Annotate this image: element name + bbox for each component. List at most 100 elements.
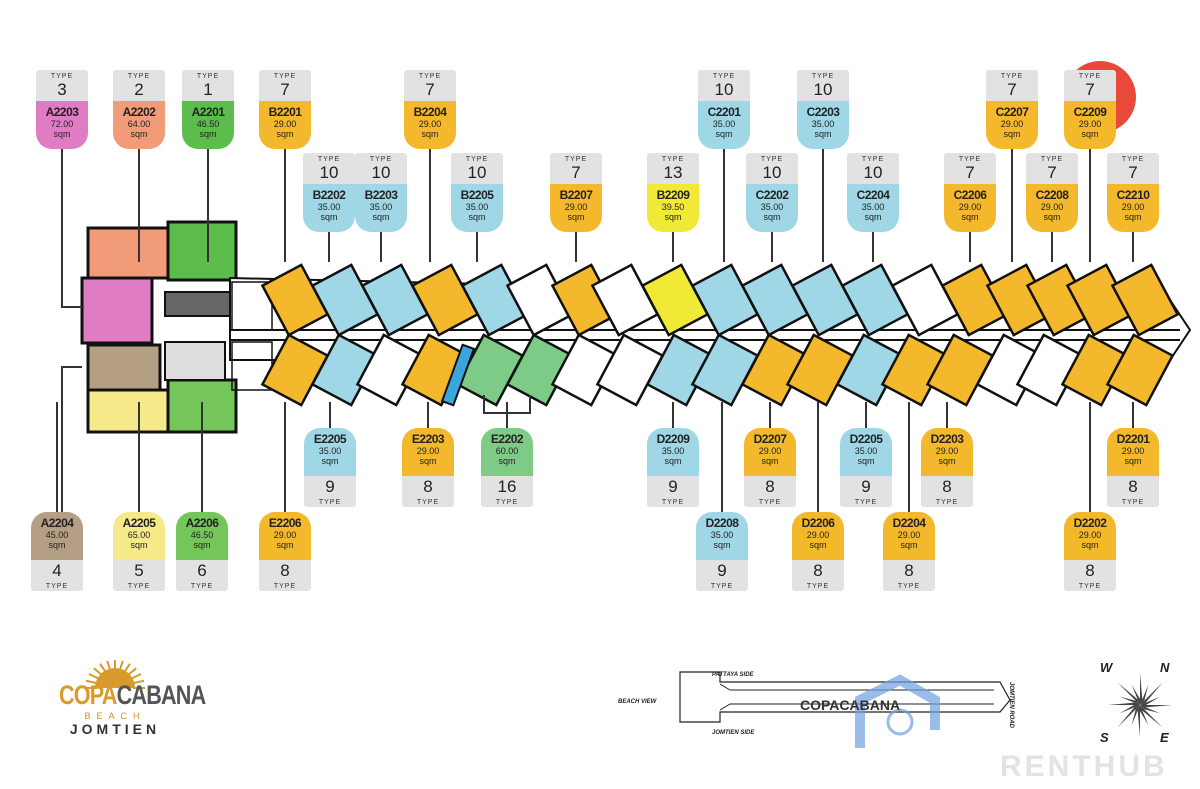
leader-line bbox=[946, 402, 948, 428]
unit-area: 29.00 bbox=[897, 530, 921, 540]
unit-area-unit: sqm bbox=[130, 540, 148, 550]
compass-ray bbox=[1137, 705, 1140, 737]
unit-area: 29.00 bbox=[1121, 446, 1145, 456]
type-label: TYPE bbox=[273, 73, 297, 80]
unit-id: D2208 bbox=[705, 516, 739, 530]
leader-line bbox=[328, 232, 330, 262]
watermark-search-icon bbox=[886, 708, 914, 736]
unit-area: 29.00 bbox=[1121, 202, 1145, 212]
type-number: 5 bbox=[134, 561, 144, 580]
unit-id: E2205 bbox=[313, 432, 347, 446]
leader-line bbox=[138, 149, 140, 262]
compass-n: N bbox=[1160, 660, 1170, 675]
unit-id: D2206 bbox=[801, 516, 835, 530]
unit-area-unit: sqm bbox=[857, 456, 875, 466]
logo-jomtien: JOMTIEN bbox=[69, 721, 161, 737]
unit-area-unit: sqm bbox=[48, 540, 66, 550]
compass-ray bbox=[1131, 684, 1141, 705]
type-number: 9 bbox=[668, 477, 678, 496]
unit-area: 29.00 bbox=[273, 119, 297, 129]
type-label: TYPE bbox=[495, 499, 519, 506]
type-number: 6 bbox=[197, 561, 207, 580]
leader-line bbox=[506, 402, 508, 428]
unit-id: A2202 bbox=[122, 105, 156, 119]
unit-a2202-plan bbox=[86, 226, 170, 280]
unit-area: 35.00 bbox=[369, 202, 393, 212]
type-number: 7 bbox=[425, 80, 435, 99]
unit-id: A2204 bbox=[40, 516, 74, 530]
type-number: 9 bbox=[717, 561, 727, 580]
type-number: 7 bbox=[1085, 80, 1095, 99]
unit-area: 46.50 bbox=[190, 530, 214, 540]
unit-area-unit: sqm bbox=[498, 456, 516, 466]
type-label: TYPE bbox=[1078, 73, 1102, 80]
leader-line bbox=[672, 402, 674, 428]
type-number: 7 bbox=[1047, 163, 1057, 182]
leader-line bbox=[138, 402, 140, 512]
type-label: TYPE bbox=[45, 583, 69, 590]
unit-area: 35.00 bbox=[465, 202, 489, 212]
unit-area-unit: sqm bbox=[938, 456, 956, 466]
unit-area-unit: sqm bbox=[567, 212, 585, 222]
key-building-name: COPACABANA bbox=[800, 697, 901, 713]
leader-line bbox=[865, 402, 867, 428]
unit-area-unit: sqm bbox=[320, 212, 338, 222]
lift-core bbox=[164, 291, 231, 317]
unit-id: C2207 bbox=[995, 105, 1029, 119]
leader-line bbox=[61, 366, 82, 512]
type-number: 13 bbox=[663, 163, 683, 182]
compass-ray bbox=[1119, 696, 1140, 705]
unit-id: D2207 bbox=[753, 432, 787, 446]
type-label: TYPE bbox=[897, 583, 921, 590]
compass-s: S bbox=[1100, 730, 1109, 745]
unit-id: D2203 bbox=[930, 432, 964, 446]
